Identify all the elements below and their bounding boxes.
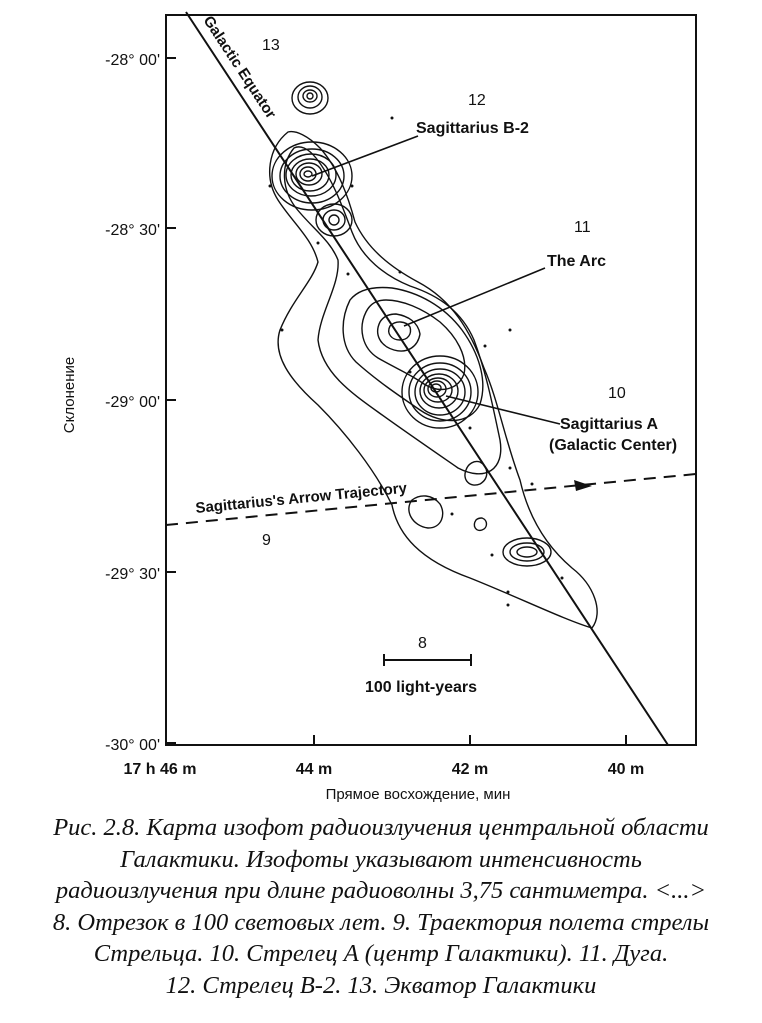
galactic-equator-label: Galactic Equator — [200, 13, 280, 122]
callout-11: 11 — [574, 219, 591, 236]
caption-line: 8. Отрезок в 100 световых лет. 9. Траект… — [52, 908, 710, 936]
arrow-trajectory-line — [165, 473, 697, 526]
caption-line: 12. Стрелец В-2. 13. Экватор Галактики — [165, 971, 597, 999]
caption-line: Галактики. Изофоты указывают интенсивнос… — [120, 845, 642, 873]
arrow-trajectory-label: Sagittarius's Arrow Trajectory — [195, 480, 409, 517]
callout-9: 9 — [262, 532, 271, 549]
figure-caption: Рис. 2.8. Карта изофот радиоизлучения це… — [10, 812, 752, 1001]
noise-dots — [268, 116, 564, 607]
x-tick-label: 42 m — [452, 761, 488, 778]
contour-map-figure: -28° 00' -28° 30' -29° 00' -29° 30' -30°… — [61, 11, 697, 803]
x-tick-label: 17 h 46 m — [124, 761, 197, 778]
sgr-a-label: Sagittarius A — [560, 416, 659, 433]
sgr-b2-label: Sagittarius B-2 — [416, 120, 529, 137]
scale-bar-label: 100 light-years — [365, 679, 477, 696]
x-tick-label: 40 m — [608, 761, 644, 778]
galactic-equator-line — [185, 11, 669, 746]
y-tick-label: -29° 00' — [105, 394, 160, 411]
x-tick-label: 44 m — [296, 761, 332, 778]
callout-12: 12 — [468, 92, 486, 109]
arrow-head — [574, 480, 592, 491]
callout-8: 8 — [418, 635, 427, 652]
contour-outer — [269, 130, 598, 629]
caption-line: Рис. 2.8. Карта изофот радиоизлучения це… — [53, 814, 709, 841]
y-tick-label: -28° 30' — [105, 222, 160, 239]
y-axis-title: Склонение — [61, 357, 78, 433]
the-arc-label: The Arc — [547, 253, 606, 270]
sgr-a-sublabel: (Galactic Center) — [549, 437, 677, 454]
y-tick-label: -28° 00' — [105, 52, 160, 69]
y-tick-label: -30° 00' — [105, 737, 160, 754]
callout-10: 10 — [608, 385, 626, 402]
isophote-contours — [269, 81, 598, 629]
y-tick-marks — [166, 57, 627, 745]
x-axis-title: Прямое восхождение, мин — [326, 786, 511, 803]
y-tick-label: -29° 30' — [105, 566, 160, 583]
contour-map: -28° 00' -28° 30' -29° 00' -29° 30' -30°… — [61, 11, 697, 803]
callout-13: 13 — [262, 37, 280, 54]
plot-frame — [165, 14, 697, 746]
leader-lines — [311, 135, 561, 425]
contour-inner — [283, 146, 502, 475]
scale-bar — [383, 654, 472, 666]
caption-line: радиоизлучения при длине радиоволны 3,75… — [55, 877, 707, 904]
caption-line: Стрельца. 10. Стрелец А (центр Галактики… — [93, 940, 669, 967]
